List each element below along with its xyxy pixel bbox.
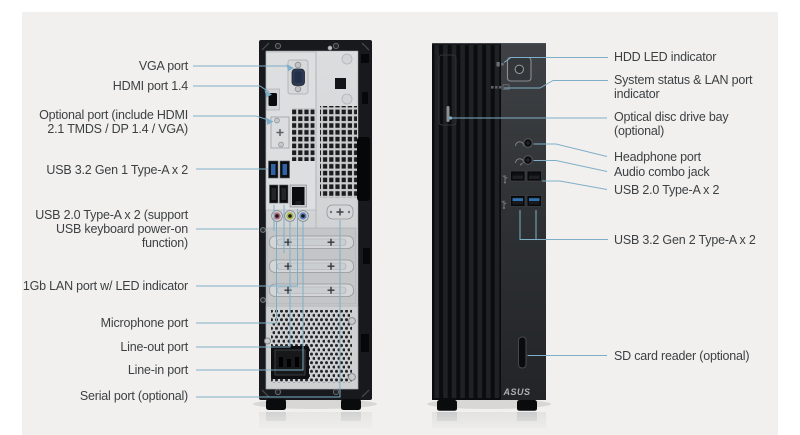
background-panel	[22, 12, 778, 435]
back-tower-illustration	[259, 40, 372, 410]
front-ribs-graphic	[434, 45, 500, 398]
front-usb32-ports-graphic	[501, 195, 542, 209]
label-vga-port: VGA port	[138, 59, 188, 73]
vga-port-graphic	[287, 59, 309, 95]
leader-hdd	[503, 57, 608, 63]
label-usb20-front: USB 2.0 Type-A x 2	[614, 183, 720, 197]
arrowhead-optional	[266, 117, 274, 125]
leader-mic	[196, 222, 277, 324]
leader-usb20-rear	[196, 205, 285, 253]
rear-usb32-ports-graphic	[268, 160, 290, 179]
expansion-slot-covers-graphic	[266, 227, 357, 305]
label-hdd-led: HDD LED indicator	[614, 50, 717, 64]
power-inlet-graphic	[271, 346, 309, 379]
headphone-jack-graphic	[515, 138, 533, 148]
leader-headphone	[533, 143, 608, 157]
serial-port-knockout-graphic	[326, 204, 354, 220]
leader-usb20-front	[542, 180, 608, 190]
system-status-icons	[491, 84, 510, 90]
label-serial-port: Serial port (optional)	[79, 389, 188, 403]
label-hdmi-port: HDMI port 1.4	[112, 79, 188, 93]
leader-lineout	[196, 222, 291, 348]
label-audio-combo-jack: Audio combo jack	[614, 165, 710, 179]
arrowhead-hdmi	[264, 90, 272, 98]
optional-port-graphic	[270, 116, 290, 149]
rear-usb20-ports-graphic	[269, 184, 289, 204]
front-usb20-ports-graphic	[502, 170, 542, 184]
rear-audio-jacks-graphic	[271, 210, 309, 222]
front-tower-illustration: ASUS	[432, 43, 546, 411]
label-usb32-front: USB 3.2 Gen 2 Type-A x 2	[614, 233, 756, 247]
leader-lan	[196, 209, 298, 287]
label-microphone-port: Microphone port	[100, 316, 189, 330]
leader-optional	[193, 115, 271, 121]
leader-serial	[196, 220, 341, 398]
rear-vent-grid-large	[320, 106, 357, 198]
label-usb32-rear: USB 3.2 Gen 1 Type-A x 2	[46, 163, 188, 177]
leader-lines	[193, 57, 608, 398]
label-lan-port: 1Gb LAN port w/ LED indicator	[22, 279, 188, 293]
label-linein-port: Line-in port	[127, 363, 188, 377]
audio-combo-jack-graphic	[515, 155, 533, 166]
leader-hdmi	[193, 85, 270, 93]
power-button-graphic	[506, 56, 532, 82]
label-sd-card-reader: SD card reader (optional)	[614, 349, 750, 363]
lan-port-graphic	[289, 184, 307, 208]
label-optical-drive-bay: Optical disc drive bay (optional)	[614, 110, 729, 138]
arrowhead-vga	[286, 64, 294, 72]
leader-combo	[533, 160, 608, 172]
label-system-status: System status & LAN port indicator	[614, 73, 753, 101]
floor-reflection	[250, 410, 560, 435]
leader-sys	[504, 80, 608, 89]
label-headphone-port: Headphone port	[614, 150, 701, 164]
label-lineout-port: Line-out port	[120, 340, 188, 354]
leader-usb32-front	[519, 210, 608, 240]
rear-vent-grid-small	[292, 108, 315, 161]
leader-linein	[196, 222, 304, 371]
asus-logo: ASUS	[502, 387, 530, 397]
sd-card-slot-graphic	[518, 336, 527, 369]
optical-drive-bay-graphic	[438, 54, 457, 126]
label-usb20-rear: USB 2.0 Type-A x 2 (support USB keyboard…	[35, 208, 188, 250]
label-optional-port: Optional port (include HDMI 2.1 TMDS / D…	[39, 108, 188, 136]
hdd-led-icon	[496, 62, 504, 67]
leader-odd-dot	[448, 116, 453, 120]
